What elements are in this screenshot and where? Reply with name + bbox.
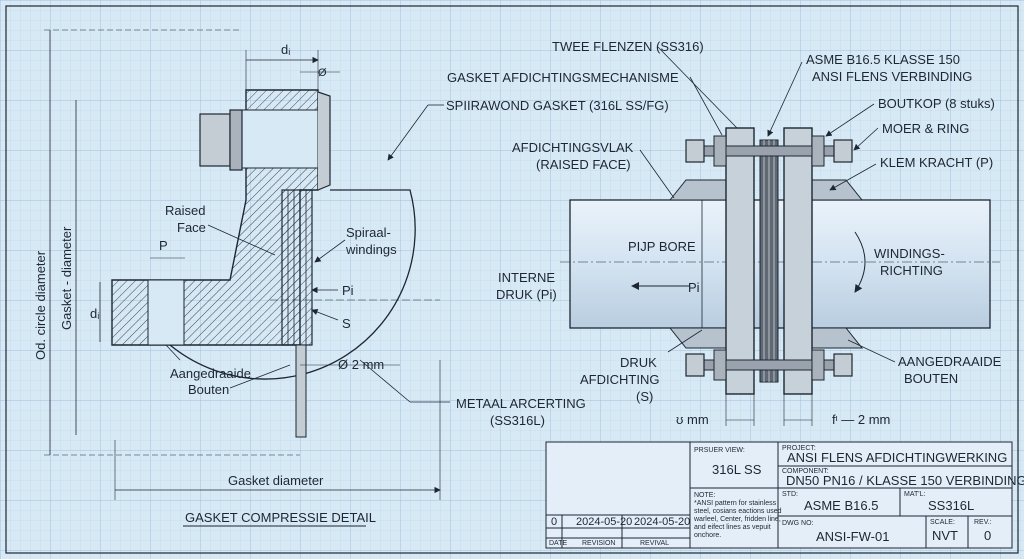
rev-value: 0 [984,528,991,543]
metal-ring-callout-line1: METAAL ARCERTING [456,396,586,411]
internal-pressure-line2: DRUK (Pi) [496,287,557,302]
component-label: COMPONENT: [782,468,829,475]
rev-label: REV.: [974,519,992,526]
od-circle-diameter-label: Od. circle diameter [33,250,48,360]
note-line-2: steel, cosians eactions used [694,508,782,515]
flange-assembly-view [560,46,1000,426]
flange-right [783,127,813,395]
header-revision: REVISION [582,540,615,547]
view-value: 316L SS [712,462,762,477]
component-value: DN50 PN16 / KLASSE 150 VERBINDING [786,473,1024,488]
std-label: STD: [782,491,798,498]
rev-row-date2: 2024-05-20 [634,516,690,528]
sealing-face-line2: (RAISED FACE) [536,157,631,172]
spiral-windings-label-line2: windings [345,242,397,257]
std-value: ASME B16.5 [804,498,878,513]
bolt-washer [229,109,243,171]
pressure-seal-line1: DRUK [620,355,657,370]
dwg-value: ANSI-FW-01 [816,529,889,544]
phi-2mm-label: Ø 2 mm [338,357,384,372]
note-line-4: and eifect lines as vepuit [694,524,771,531]
left-s-label: S [342,316,351,331]
dim-p: P [159,238,168,253]
nut-ring-label: MOER & RING [882,121,969,136]
pressure-seal-line2: AFDICHTING [580,372,659,387]
flange-left [725,127,755,395]
two-flanges-label: TWEE FLENZEN (SS316) [552,39,704,54]
mat-label: MAT'L: [904,491,925,498]
dim-left-label: ʊ mm [676,412,709,427]
note-line-1: *ANSI pattern for stainless [694,500,777,507]
winding-direction-line2: RICHTING [880,263,943,278]
gasket-mechanism-label: GASKET AFDICHTINGSMECHANISME [447,70,679,85]
dim-side-di: dᵢ [90,306,99,321]
dim-right-label: fᶦ — 2 mm [832,412,890,427]
view-label: PRSUER VIEW: [694,447,745,454]
bolt-head-label: BOUTKOP (8 stuks) [878,96,995,111]
pipe-bore-label: PIJP BORE [628,239,696,254]
bolt-hole [147,279,185,346]
dwg-label: DWG NO: [782,520,814,527]
asme-class-line1: ASME B16.5 KLASSE 150 [806,52,960,67]
pressure-seal-line3: (S) [636,389,653,404]
sheet-border [5,5,1019,554]
detail-circle-outline [169,189,416,380]
spiral-wound-gasket [281,189,313,346]
bolt-head-top-left [685,139,705,163]
asme-class-line2: ANSI FLENS VERBINDING [812,69,972,84]
gasket-diameter-bottom-label: Gasket diameter [228,473,324,488]
metal-ring-callout-line2: (SS316L) [490,413,545,428]
left-pi-label: Pi [342,283,354,298]
clamp-force-label: KLEM KRACHT (P) [880,155,993,170]
project-label: PROJECT: [782,445,816,452]
internal-pressure-line1: INTERNE [498,270,555,285]
right-pi-label: Pi [688,280,700,295]
spiral-gasket-callout: SPIIRAWOND GASKET (316L SS/FG) [446,98,669,113]
scale-value: NVT [932,528,958,543]
rev-row-date1: 2024-05-20 [576,516,632,528]
header-date: DATE [549,540,567,547]
sealing-face-line1: AFDICHTINGSVLAK [512,140,634,155]
header-revival: REVIVAL [640,540,669,547]
winding-direction-line1: WINDINGS- [874,246,945,261]
raised-face-label-line2: Face [177,220,206,235]
rev-row-rev: 0 [551,516,557,528]
note-line-3: warleel, Center, fridden line, [693,516,781,523]
gasket-compression-caption: GASKET COMPRESSIE DETAIL [185,510,376,525]
bolt-shank [237,109,319,169]
left-threaded-bolts-line1: Aangedraaide [170,366,251,381]
nut-top-right [833,139,853,163]
raised-face-label-line1: Raised [165,203,205,218]
note-label: NOTE: [694,492,715,499]
metal-ring [295,344,307,438]
dim-top-di: dᵢ [281,42,290,57]
pipe [569,199,991,329]
right-threaded-bolts-line2: BOUTEN [904,371,958,386]
gasket-diameter-vertical-label: Gasket - diameter [59,226,74,330]
right-threaded-bolts-line1: AANGEDRAAIDE [898,354,1002,369]
bolt-head [199,113,231,167]
gasket-compression-detail [44,29,450,500]
dim-top-phi: Ø [318,67,327,79]
note-line-5: onchore. [694,532,721,539]
project-value: ANSI FLENS AFDICHTINGWERKING [787,450,1007,465]
mat-value: SS316L [928,498,974,513]
scale-label: SCALE: [930,519,955,526]
spiral-windings-label-line1: Spiraal- [346,225,391,240]
flange-lip [317,91,331,191]
title-block [545,441,1013,549]
left-threaded-bolts-line2: Bouten [188,382,229,397]
